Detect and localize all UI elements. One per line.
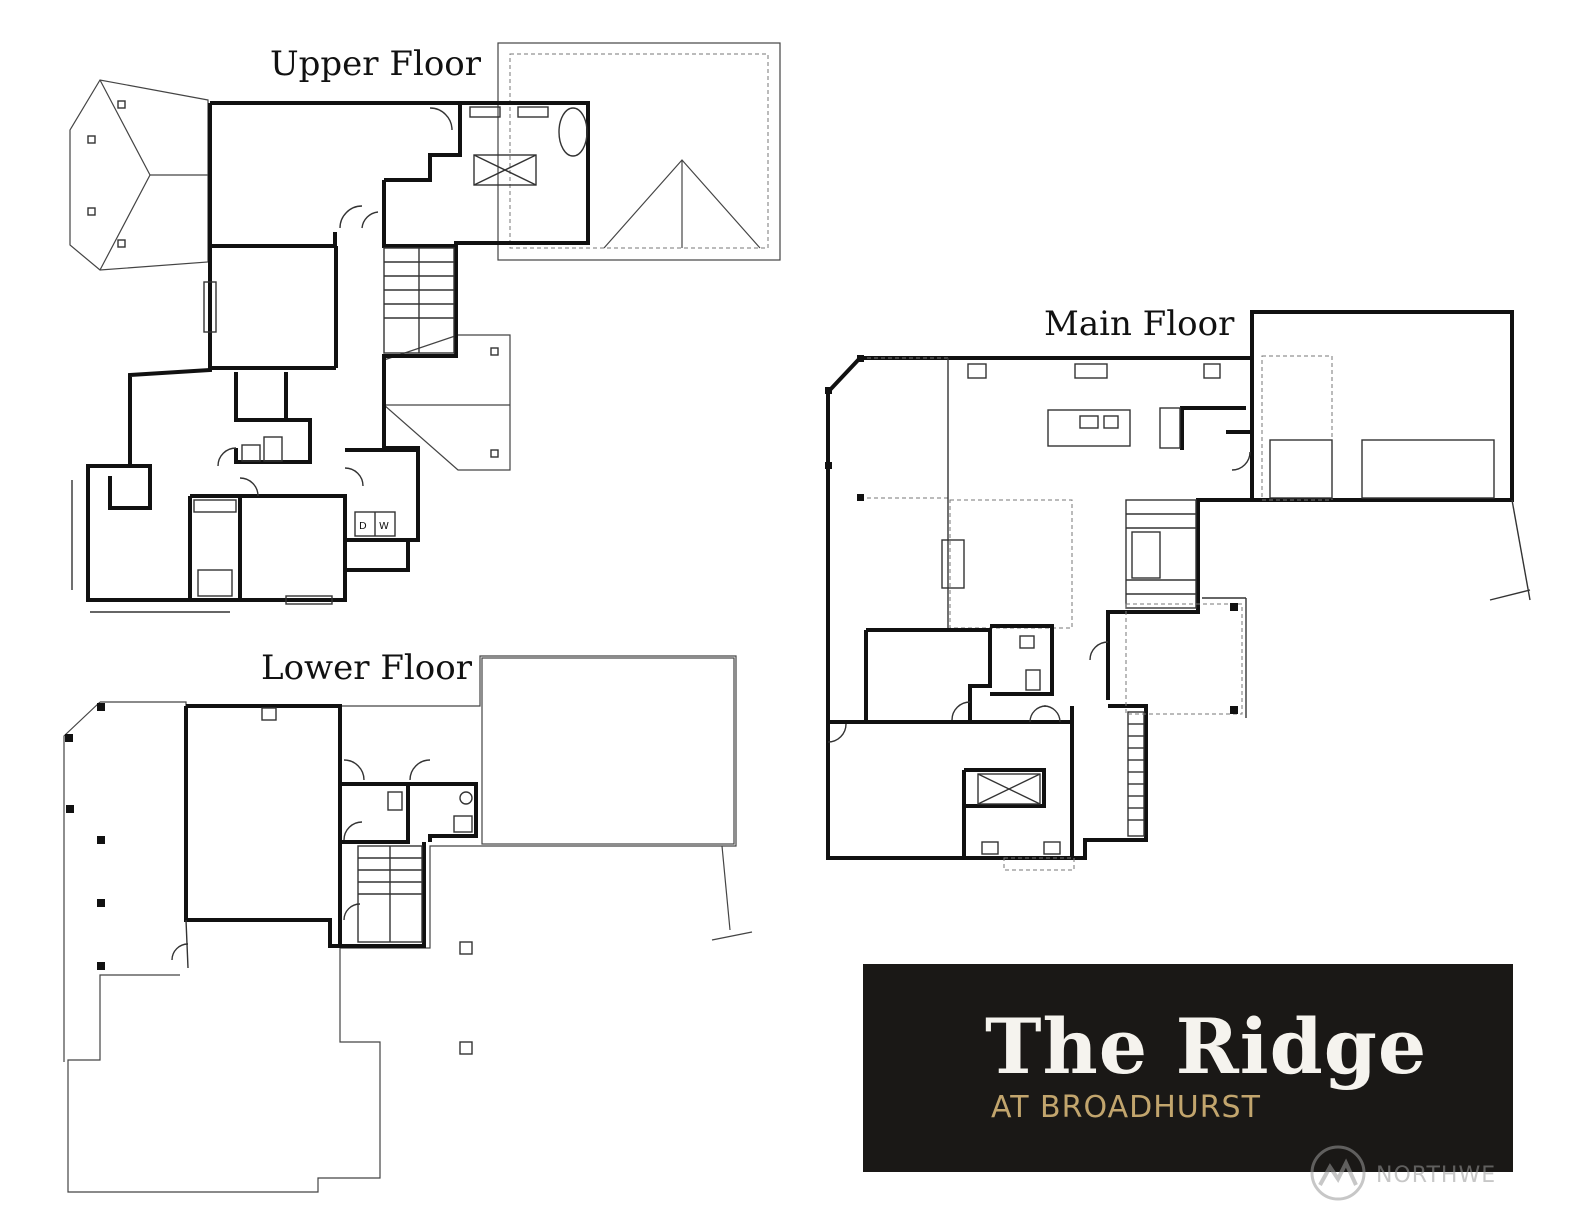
brand-subtitle: AT BROADHURST [991, 1090, 1261, 1125]
main-floor-label: Main Floor [1044, 304, 1235, 344]
lower-floor-label: Lower Floor [261, 648, 472, 688]
upper-shower [473, 154, 537, 186]
watermark-text: NORTHWE [1376, 1162, 1497, 1188]
upper-roof-right [497, 42, 781, 261]
dryer-mark: D [359, 521, 367, 532]
mountain-logo-icon [1310, 1145, 1366, 1205]
kitchen-island [1047, 409, 1131, 447]
upper-bathtub [558, 107, 588, 157]
upper-floor-plan: D W [69, 42, 781, 613]
lower-floor-plan [63, 655, 753, 1193]
washer-mark: W [379, 521, 389, 532]
main-floor-plan [825, 310, 1531, 871]
brand-title: The Ridge [985, 1002, 1428, 1091]
brand-logo-panel: The Ridge AT BROADHURST [863, 964, 1513, 1172]
upper-floor-label: Upper Floor [270, 44, 482, 84]
watermark: NORTHWE [1310, 1145, 1496, 1205]
